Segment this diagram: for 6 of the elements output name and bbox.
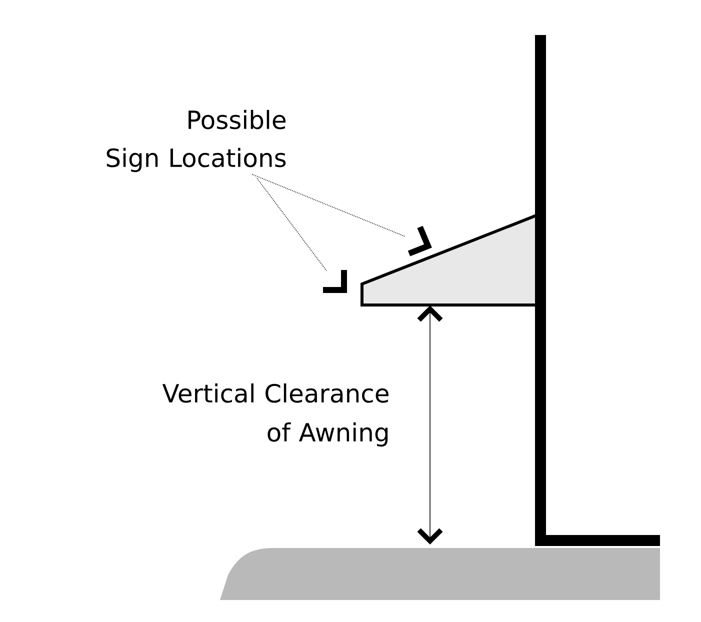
leader-line [252,174,406,237]
sign-location-mark [323,270,347,293]
dimension-label: Vertical Clearance of Awning [162,383,388,447]
text-label: Possible Sign Locations [106,110,286,172]
sign-location-mark [408,226,432,256]
leader-line [256,178,327,272]
